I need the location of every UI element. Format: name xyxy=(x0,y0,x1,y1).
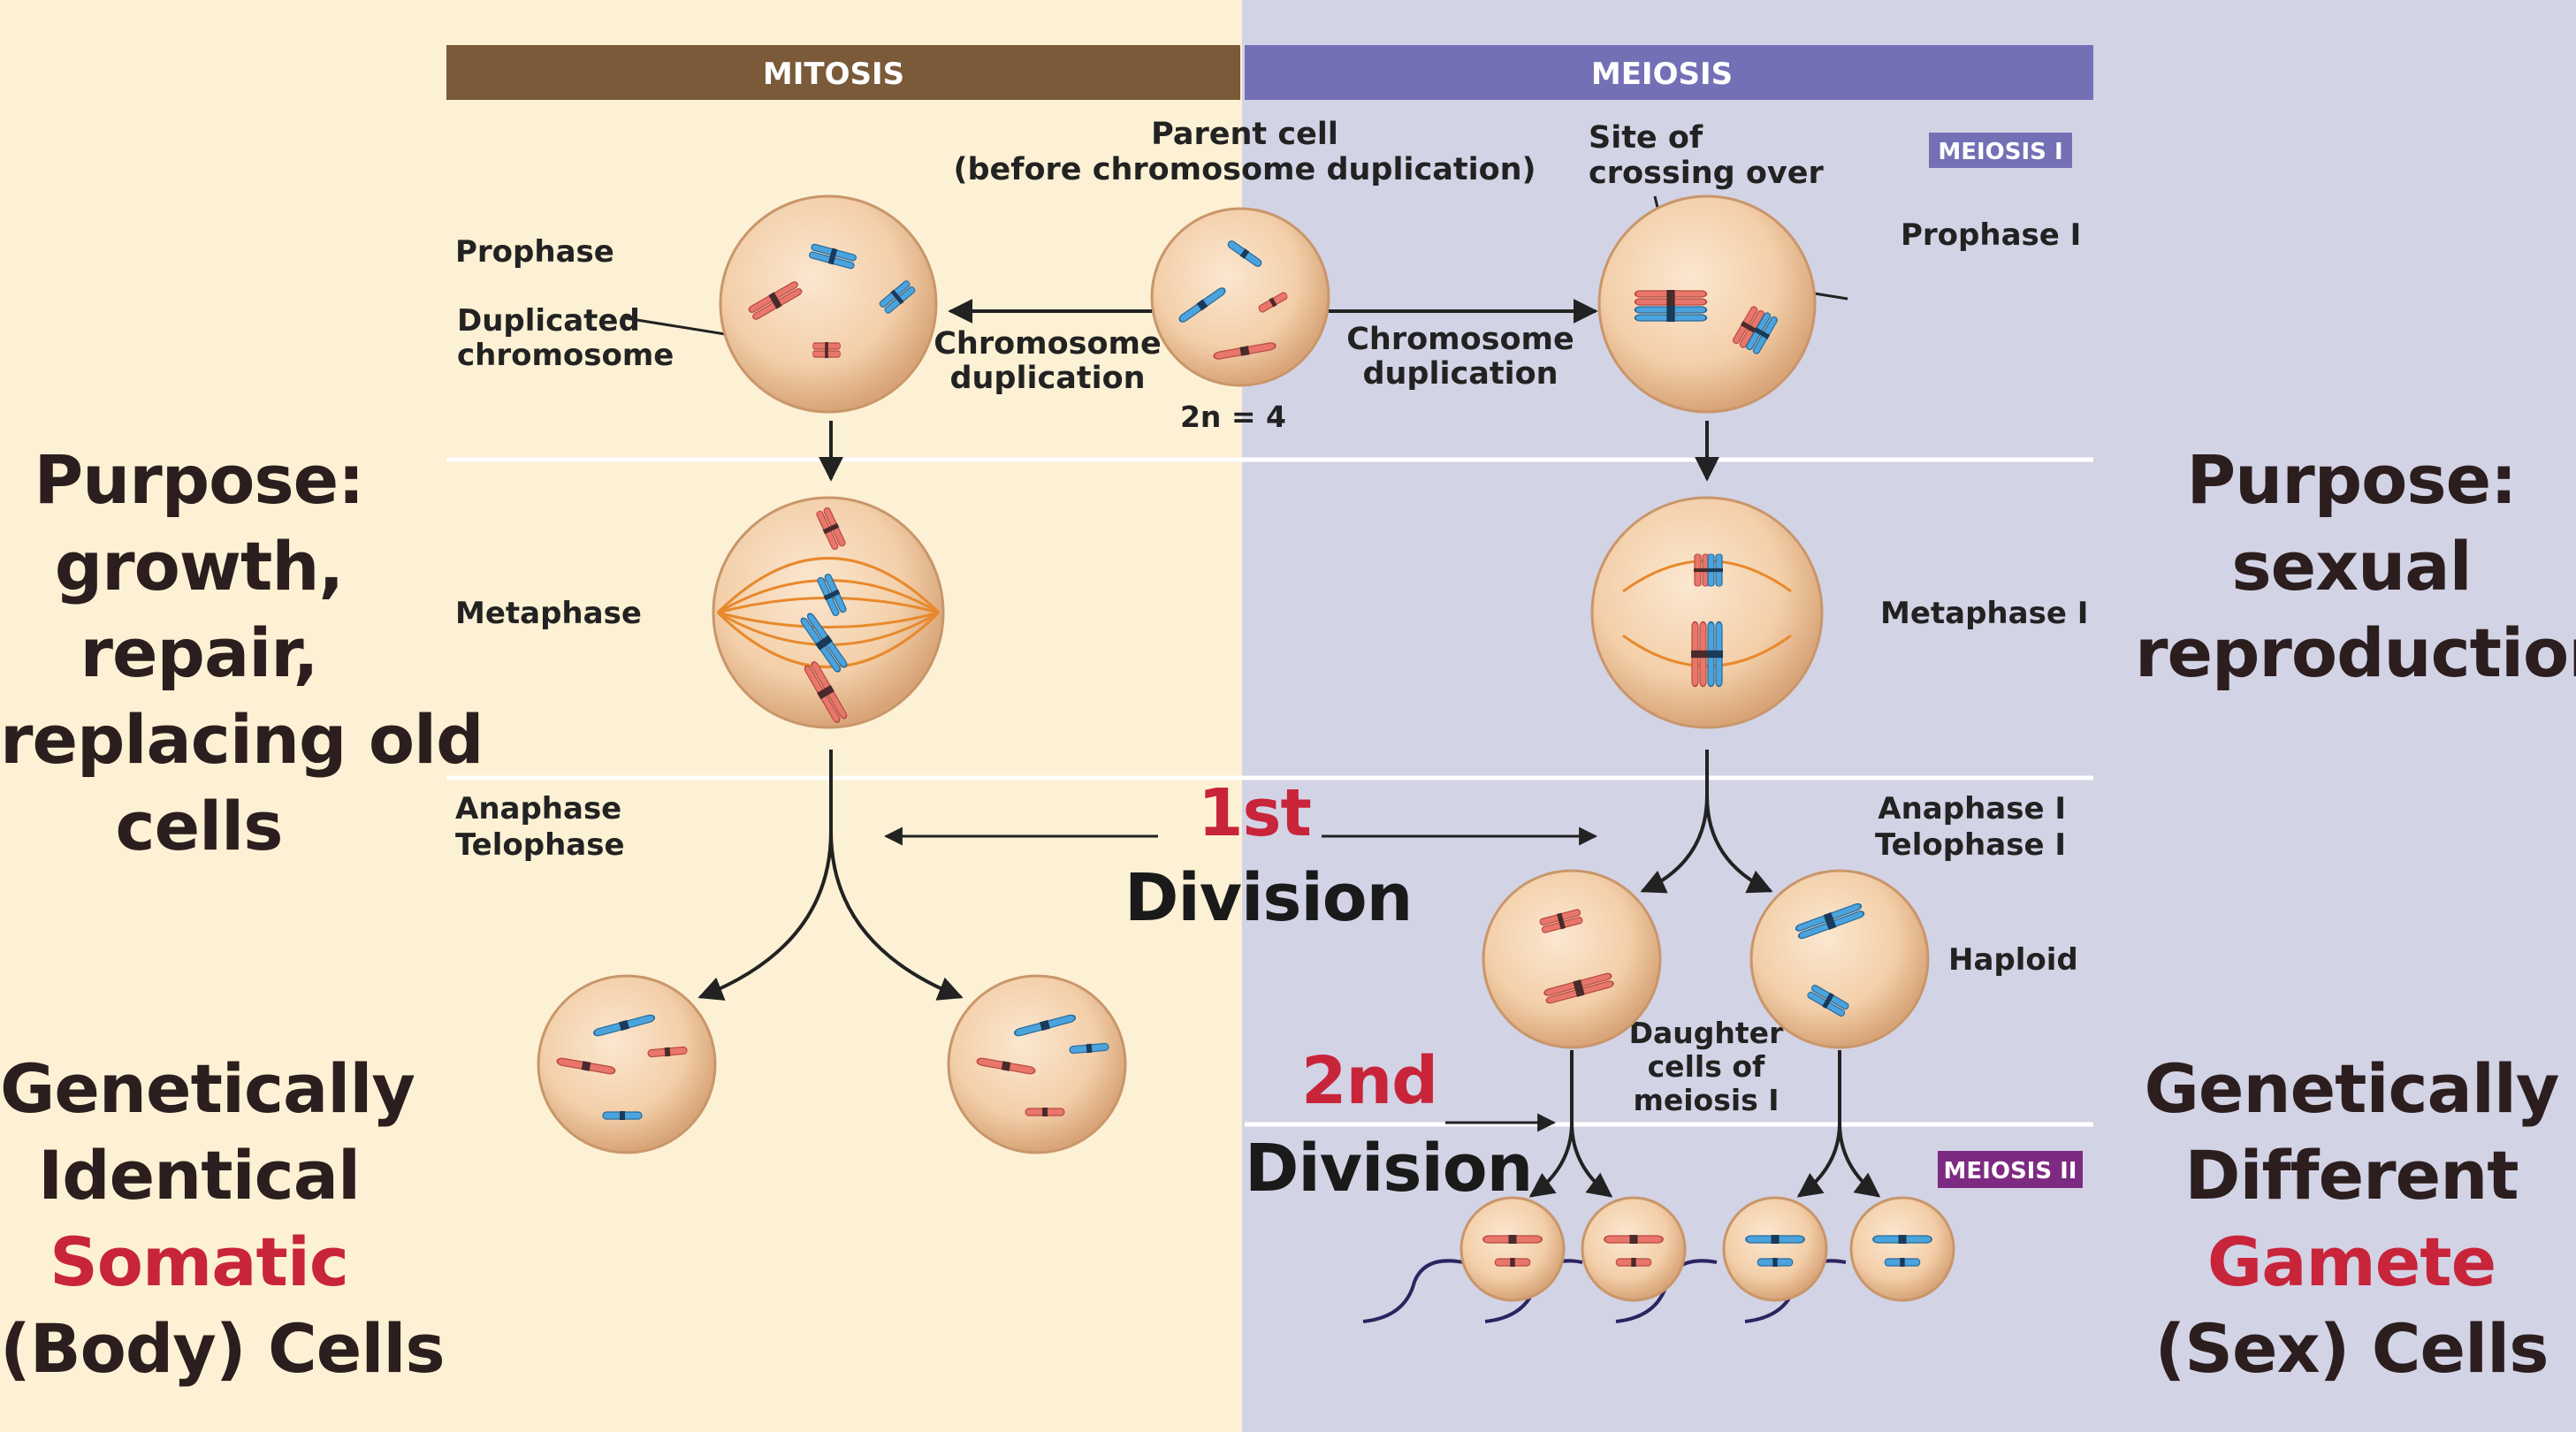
mitosis-result-line-3: Somatic xyxy=(50,1223,349,1301)
parent-cell-label: Parent cell xyxy=(1151,117,1338,152)
meiosis-purpose-line-2: sexual xyxy=(2231,527,2472,606)
mitosis-purpose-line-1: Purpose: xyxy=(34,440,364,519)
gamete-cell-4 xyxy=(1849,1196,1955,1302)
meiosis1-daughter-cell-1 xyxy=(1482,869,1662,1049)
mitosis-result: Genetically Identical Somatic (Body) Cel… xyxy=(0,1046,446,1392)
anaphase1-label: Anaphase I xyxy=(1878,791,2066,826)
haploid-label: Haploid xyxy=(1948,942,2078,978)
meiosis-result: Genetically Different Gamete (Sex) Cells xyxy=(2135,1046,2568,1392)
meiosis-purpose: Purpose: sexual reproduction xyxy=(2135,437,2576,697)
parent-cell xyxy=(1150,207,1330,387)
mitosis-background xyxy=(0,0,1242,1432)
meiosis-metaphase-cell xyxy=(1590,496,1824,729)
mitosis-result-line-4: (Body) Cells xyxy=(0,1309,446,1388)
first-division-word: Division xyxy=(1124,860,1413,936)
meiosis1-daughter-cell-2 xyxy=(1749,869,1930,1049)
meiosis-result-line-2: Different xyxy=(2184,1136,2519,1215)
gamete-cell-1 xyxy=(1459,1196,1566,1302)
meiosis-result-line-1: Genetically xyxy=(2144,1049,2560,1128)
ploidy-label: 2n = 4 xyxy=(1180,400,1286,434)
prophase1-label: Prophase I xyxy=(1901,217,2081,253)
meiosis1-badge-bg xyxy=(1929,133,2072,168)
gamete-cell-2 xyxy=(1581,1196,1687,1302)
mitosis-purpose-line-4: replacing old xyxy=(0,700,484,779)
mitosis-header: MITOSIS xyxy=(763,57,904,92)
telophase1-label: Telophase I xyxy=(1875,827,2066,863)
daughter-label-3: meiosis I xyxy=(1633,1083,1779,1117)
mitosis-metaphase-cell xyxy=(712,496,945,729)
flow-arrows xyxy=(697,299,1881,1198)
first-division-number: 1st xyxy=(1198,775,1312,851)
dup-left-label-2: duplication xyxy=(949,361,1145,396)
meiosis-result-line-3: Gamete xyxy=(2206,1223,2496,1301)
metaphase1-label: Metaphase I xyxy=(1880,596,2088,631)
anaphase-label: Anaphase xyxy=(455,791,621,826)
meiosis-background xyxy=(1242,0,2576,1432)
mitosis-result-line-2: Identical xyxy=(37,1136,361,1215)
second-division-number: 2nd xyxy=(1301,1043,1438,1119)
mitosis-header-bar xyxy=(446,45,1240,100)
crossing-over-label-2: crossing over xyxy=(1589,156,1824,191)
mitosis-prophase-cell xyxy=(719,194,938,414)
mitosis-purpose-line-3: repair, xyxy=(80,613,319,692)
mitosis-purpose-line-2: growth, xyxy=(54,527,345,606)
telophase-label: Telophase xyxy=(455,827,625,863)
meiosis1-badge: MEIOSIS I xyxy=(1938,139,2062,165)
meiosis-prophase-cell xyxy=(1597,194,1817,414)
daughter-label-1: Daughter xyxy=(1629,1016,1784,1050)
daughter-label-2: cells of xyxy=(1648,1049,1765,1084)
mitosis-daughter-cell-2 xyxy=(947,974,1127,1154)
gamete-cell-3 xyxy=(1722,1196,1828,1302)
dup-chrom-label-2: chromosome xyxy=(457,338,674,373)
meiosis-result-line-4: (Sex) Cells xyxy=(2154,1309,2549,1388)
dup-left-label-1: Chromosome xyxy=(934,326,1162,362)
mitosis-purpose: Purpose: growth, repair, replacing old c… xyxy=(0,437,484,870)
dup-chrom-label-1: Duplicated xyxy=(457,303,640,339)
meiosis2-badge-bg xyxy=(1938,1151,2083,1188)
prophase-label: Prophase xyxy=(455,234,614,270)
metaphase-label: Metaphase xyxy=(455,596,642,631)
meiosis-purpose-line-3: reproduction xyxy=(2135,613,2576,692)
crossing-over-label-1: Site of xyxy=(1589,120,1703,156)
meiosis-header-bar xyxy=(1245,45,2093,100)
second-division-word: Division xyxy=(1245,1131,1533,1207)
meiosis2-badge: MEIOSIS II xyxy=(1944,1158,2077,1184)
dup-right-label-1: Chromosome xyxy=(1346,322,1574,357)
meiosis-purpose-line-1: Purpose: xyxy=(2186,440,2517,519)
mitosis-daughter-cell-1 xyxy=(537,974,717,1154)
mitosis-purpose-line-5: cells xyxy=(115,787,284,865)
parent-cell-sublabel: (before chromosome duplication) xyxy=(953,152,1536,187)
mitosis-result-line-1: Genetically xyxy=(0,1049,415,1128)
dup-right-label-2: duplication xyxy=(1362,356,1558,392)
meiosis-header: MEIOSIS xyxy=(1591,57,1733,92)
